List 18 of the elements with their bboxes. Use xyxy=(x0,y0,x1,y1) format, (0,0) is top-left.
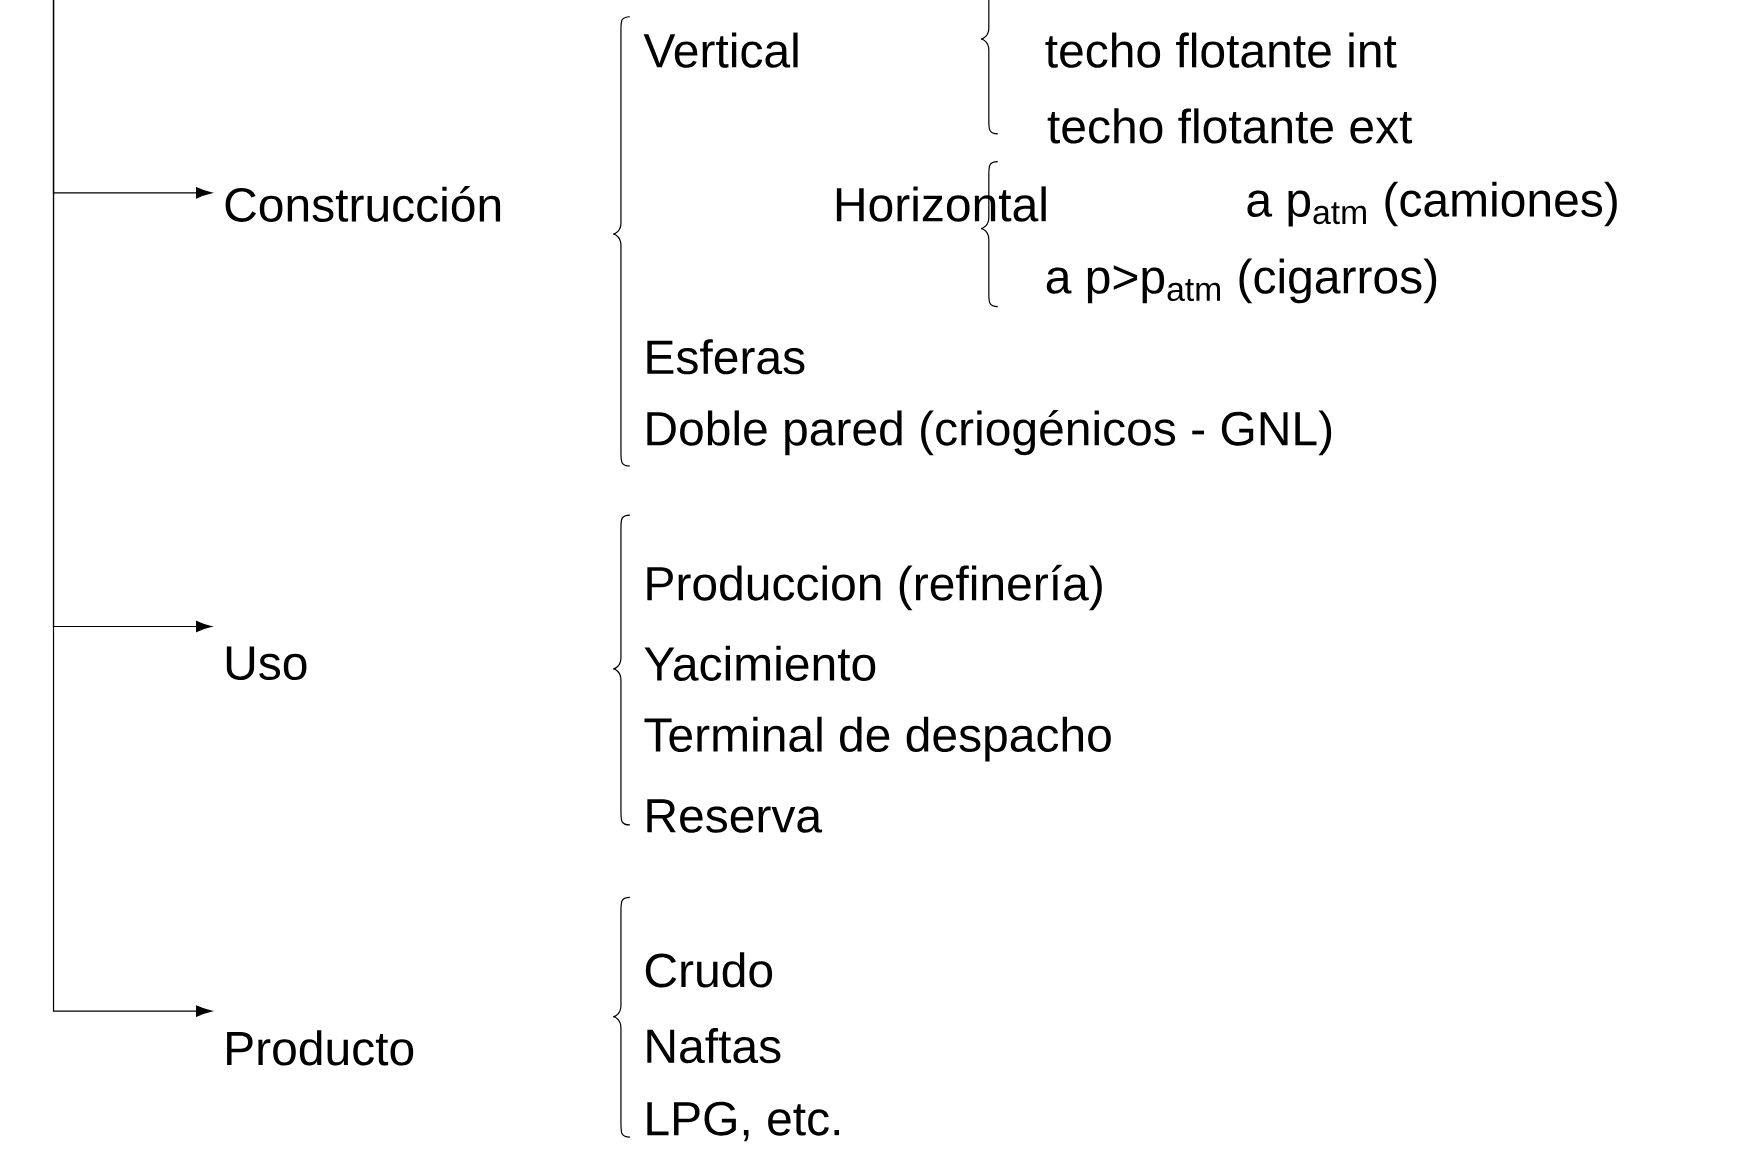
item-label: techo flotante int xyxy=(1045,32,1397,68)
arrow xyxy=(52,0,212,1017)
item-label: Crudo xyxy=(645,952,773,988)
item-label: Yacimiento xyxy=(644,645,876,682)
item-label: a p>p$_{atm}$ (cigarros) xyxy=(1046,258,1437,304)
item-label: Esferas xyxy=(647,339,805,375)
item-label: a p$_{atm}$ (camiones) xyxy=(1247,181,1617,227)
item-label: Vertical xyxy=(643,32,798,68)
category-label: Producto xyxy=(227,1030,414,1066)
item-label: techo flotante ext xyxy=(1047,108,1413,144)
item-label: Doble pared (criogénicos - GNL) xyxy=(647,410,1332,456)
item-label: Terminal de despacho xyxy=(644,716,1111,762)
item-label: Produccion (refinería) xyxy=(647,565,1102,611)
category-label: Construcción xyxy=(225,186,501,223)
category-label: Uso xyxy=(226,646,307,681)
item-label: LPG, etc. xyxy=(647,1101,840,1142)
item-label: Reserva xyxy=(647,799,823,833)
item-label: Naftas xyxy=(647,1028,781,1064)
